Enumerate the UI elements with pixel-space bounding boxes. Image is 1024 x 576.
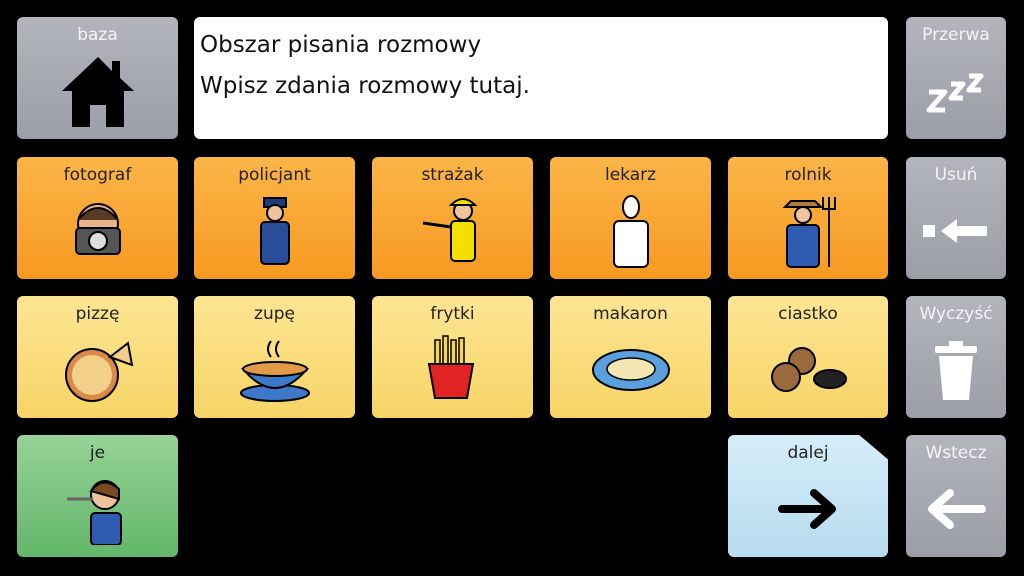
home-button[interactable]: baza xyxy=(17,17,178,139)
frytki-button[interactable]: frytki xyxy=(372,296,533,418)
back-button[interactable]: Wstecz xyxy=(906,435,1006,557)
message-line-2: Wpisz zdania rozmowy tutaj. xyxy=(200,73,530,99)
policjant-label: policjant xyxy=(238,165,311,185)
clear-label: Wyczyść xyxy=(919,304,993,324)
frytki-label: frytki xyxy=(430,304,475,324)
arrow-right-icon xyxy=(728,471,888,547)
next-label: dalej xyxy=(787,443,829,463)
farmer-icon xyxy=(728,193,888,269)
french-fries-icon xyxy=(372,332,533,408)
lekarz-button[interactable]: lekarz xyxy=(550,157,711,279)
home-label: baza xyxy=(77,25,118,45)
zupe-button[interactable]: zupę xyxy=(194,296,355,418)
soup-icon xyxy=(194,332,355,408)
back-label: Wstecz xyxy=(925,443,987,463)
pizza-icon xyxy=(17,332,178,408)
photographer-icon xyxy=(17,193,178,269)
pasta-icon xyxy=(550,332,711,408)
zupe-label: zupę xyxy=(254,304,295,324)
delete-label: Usuń xyxy=(934,165,978,185)
cookie-icon xyxy=(728,332,888,408)
delete-button[interactable]: Usuń xyxy=(906,157,1006,279)
lekarz-label: lekarz xyxy=(604,165,657,185)
policeman-icon xyxy=(194,193,355,269)
sleep-zzz-icon xyxy=(906,53,1006,129)
rolnik-button[interactable]: rolnik xyxy=(728,157,888,279)
makaron-label: makaron xyxy=(593,304,668,324)
pause-label: Przerwa xyxy=(922,25,990,45)
doctor-icon xyxy=(550,193,711,269)
ciastko-label: ciastko xyxy=(778,304,838,324)
je-button[interactable]: je xyxy=(17,435,178,557)
strazak-label: strażak xyxy=(421,165,484,185)
strazak-button[interactable]: strażak xyxy=(372,157,533,279)
policjant-button[interactable]: policjant xyxy=(194,157,355,279)
pizze-label: pizzę xyxy=(75,304,120,324)
message-line-1: Obszar pisania rozmowy xyxy=(200,32,482,58)
next-page-button[interactable]: dalej xyxy=(728,435,888,557)
trash-can-icon xyxy=(906,332,1006,408)
house-icon xyxy=(17,53,178,129)
clear-button[interactable]: Wyczyść xyxy=(906,296,1006,418)
pizze-button[interactable]: pizzę xyxy=(17,296,178,418)
makaron-button[interactable]: makaron xyxy=(550,296,711,418)
backspace-arrow-icon xyxy=(906,193,1006,269)
message-area[interactable]: Obszar pisania rozmowy Wpisz zdania rozm… xyxy=(194,17,888,139)
pause-button[interactable]: Przerwa xyxy=(906,17,1006,139)
fotograf-label: fotograf xyxy=(63,165,132,185)
eating-boy-icon xyxy=(17,471,178,547)
ciastko-button[interactable]: ciastko xyxy=(728,296,888,418)
fotograf-button[interactable]: fotograf xyxy=(17,157,178,279)
rolnik-label: rolnik xyxy=(784,165,832,185)
je-label: je xyxy=(89,443,106,463)
firefighter-icon xyxy=(372,193,533,269)
arrow-left-icon xyxy=(906,471,1006,547)
